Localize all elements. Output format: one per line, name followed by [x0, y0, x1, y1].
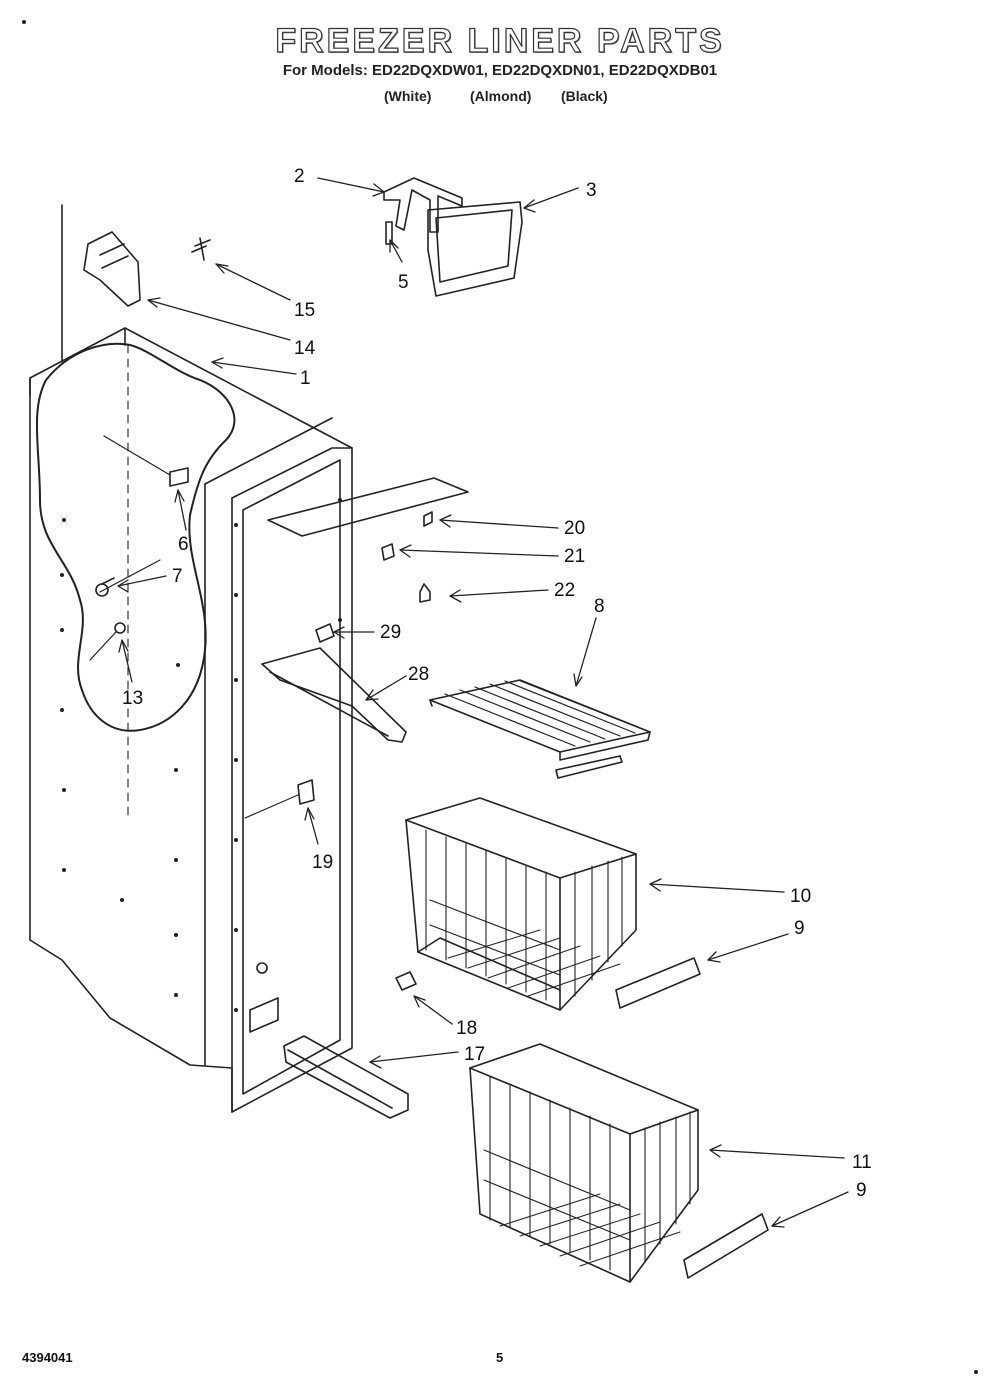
rail-part-28 [261, 623, 407, 743]
callout-3: 3 [586, 180, 597, 201]
corner-mark [22, 20, 26, 24]
callout-13: 13 [122, 688, 143, 709]
callout-9-lower: 9 [856, 1180, 867, 1201]
callout-1: 1 [300, 368, 311, 389]
callout-labels: 2 3 5 15 14 1 6 7 13 19 20 21 22 29 28 8… [122, 166, 872, 1201]
callout-19: 19 [312, 852, 333, 873]
bracket-part-14 [83, 231, 211, 307]
wire-shelf-part-8 [429, 679, 651, 779]
callout-10: 10 [790, 886, 811, 907]
cover-part-20 [267, 477, 469, 603]
document-code: 4394041 [22, 1350, 73, 1365]
leader-arrows [117, 177, 849, 1228]
callout-5: 5 [398, 272, 409, 293]
corner-mark [974, 1370, 978, 1374]
callout-6: 6 [178, 534, 189, 555]
callout-29: 29 [380, 622, 401, 643]
front-bar-part-17 [283, 971, 417, 1119]
basket-part-10 [405, 797, 637, 1011]
callout-11: 11 [852, 1152, 872, 1173]
page-title: FREEZER LINER PARTS [275, 21, 725, 60]
callout-22: 22 [554, 580, 575, 601]
bracket-part-2-3 [383, 177, 523, 297]
color-white-label: (White) [384, 88, 432, 104]
callout-28: 28 [408, 664, 429, 685]
callout-20: 20 [564, 518, 585, 539]
callout-17: 17 [464, 1044, 485, 1065]
callout-21: 21 [564, 546, 585, 567]
callout-2: 2 [294, 166, 305, 187]
callout-18: 18 [456, 1018, 477, 1039]
handle-part-9-upper [615, 957, 701, 1009]
callout-7: 7 [172, 566, 183, 587]
models-line: For Models: ED22DQXDW01, ED22DQXDN01, ED… [282, 62, 718, 79]
page-number: 5 [496, 1350, 504, 1365]
handle-part-9-lower [683, 1213, 769, 1279]
color-black-label: (Black) [561, 88, 608, 104]
color-almond-label: (Almond) [470, 88, 532, 104]
basket-part-11 [469, 1043, 699, 1283]
callout-8: 8 [594, 596, 605, 617]
freezer-liner-part [29, 204, 353, 1113]
callout-14: 14 [294, 338, 316, 359]
callout-15: 15 [294, 300, 315, 321]
callout-9-upper: 9 [794, 918, 805, 939]
